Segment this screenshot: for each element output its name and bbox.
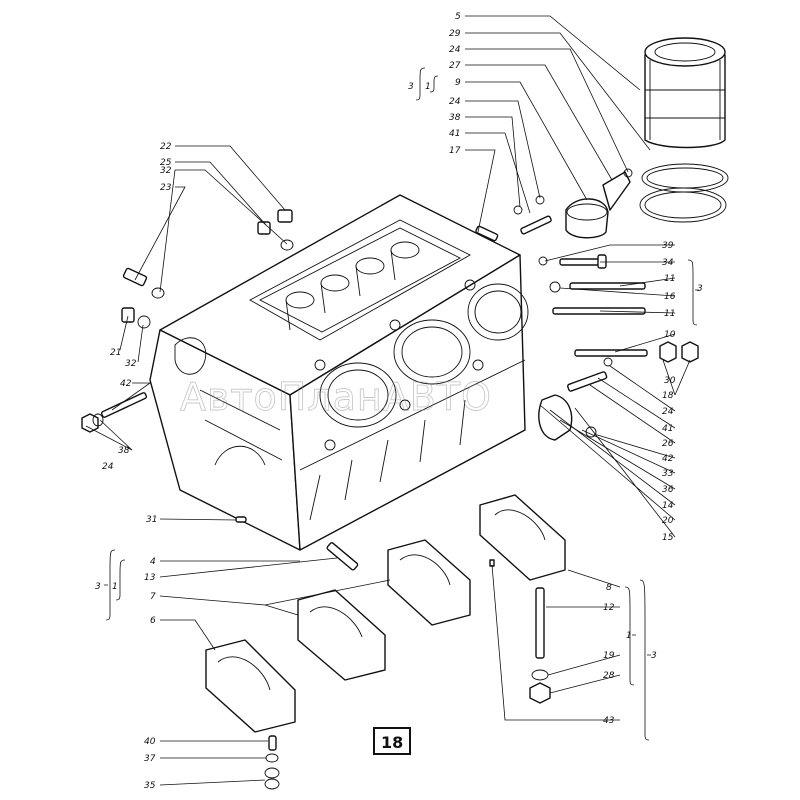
callout-11: 11 [664,274,675,284]
callout-labels: 5 29 24 27 9 24 38 41 17 3 1 22 25 32 23… [95,12,703,791]
group-3: 3 [697,284,703,294]
group-3: 3 [95,582,101,592]
callout-24: 24 [449,45,461,55]
callout-30: 30 [664,376,676,386]
group-brackets [104,67,699,741]
callout-19: 19 [603,651,615,661]
callout-24: 24 [449,97,461,107]
studs-right [538,254,699,441]
callout-35: 35 [144,781,156,791]
callout-41: 41 [662,424,673,434]
callout-8: 8 [606,583,612,593]
callout-24: 24 [102,462,114,472]
callout-11: 11 [664,309,675,319]
callout-32: 32 [125,359,137,369]
callout-36: 36 [662,485,674,495]
bearing-cap-7b [297,589,386,681]
callout-18: 18 [662,391,674,401]
callout-4: 4 [150,557,156,567]
callout-41: 41 [449,129,460,139]
callout-14: 14 [662,501,674,511]
callout-15: 15 [662,533,674,543]
plugs-left [81,195,552,523]
callout-7: 7 [150,592,156,602]
callout-23: 23 [160,183,172,193]
group-3: 3 [408,82,414,92]
callout-25: 25 [160,158,172,168]
bearing-cap-6 [205,639,296,733]
group-1: 1 [425,82,431,92]
watermark: АвтоПланАВТО [180,375,492,419]
callout-28: 28 [603,671,615,681]
leader-lines [85,15,691,786]
callout-10: 10 [664,330,676,340]
callout-32: 32 [160,166,172,176]
group-1: 1 [626,631,632,641]
liner-seal-rings [639,163,729,223]
callout-9: 9 [455,78,461,88]
callout-20: 20 [662,516,674,526]
callout-42: 42 [662,454,674,464]
callout-34: 34 [662,258,674,268]
cylinder-liner [644,37,726,149]
callout-37: 37 [144,754,156,764]
bearing-cap-8 [479,494,566,581]
plate-number-box: 18 [373,727,411,755]
callout-21: 21 [110,348,121,358]
bearing-cap-7a [387,539,471,626]
callout-29: 29 [449,29,461,39]
callout-38: 38 [118,446,130,456]
callout-17: 17 [449,146,461,156]
callout-27: 27 [449,61,461,71]
callout-5: 5 [455,12,461,22]
callout-12: 12 [603,603,615,613]
callout-40: 40 [144,737,156,747]
callout-24: 24 [662,407,674,417]
group-3: 3 [651,651,657,661]
group-1: 1 [112,582,118,592]
callout-6: 6 [150,616,156,626]
callout-13: 13 [144,573,156,583]
bushing [565,168,633,239]
callout-43: 43 [603,716,615,726]
callout-26: 26 [662,439,674,449]
plate-number: 18 [381,733,403,752]
callout-33: 33 [662,469,674,479]
callout-22: 22 [160,142,172,152]
callout-31: 31 [146,515,157,525]
callout-39: 39 [662,241,674,251]
cylinder-block [149,194,529,551]
callout-42: 42 [120,379,132,389]
callout-16: 16 [664,292,676,302]
callout-38: 38 [449,113,461,123]
